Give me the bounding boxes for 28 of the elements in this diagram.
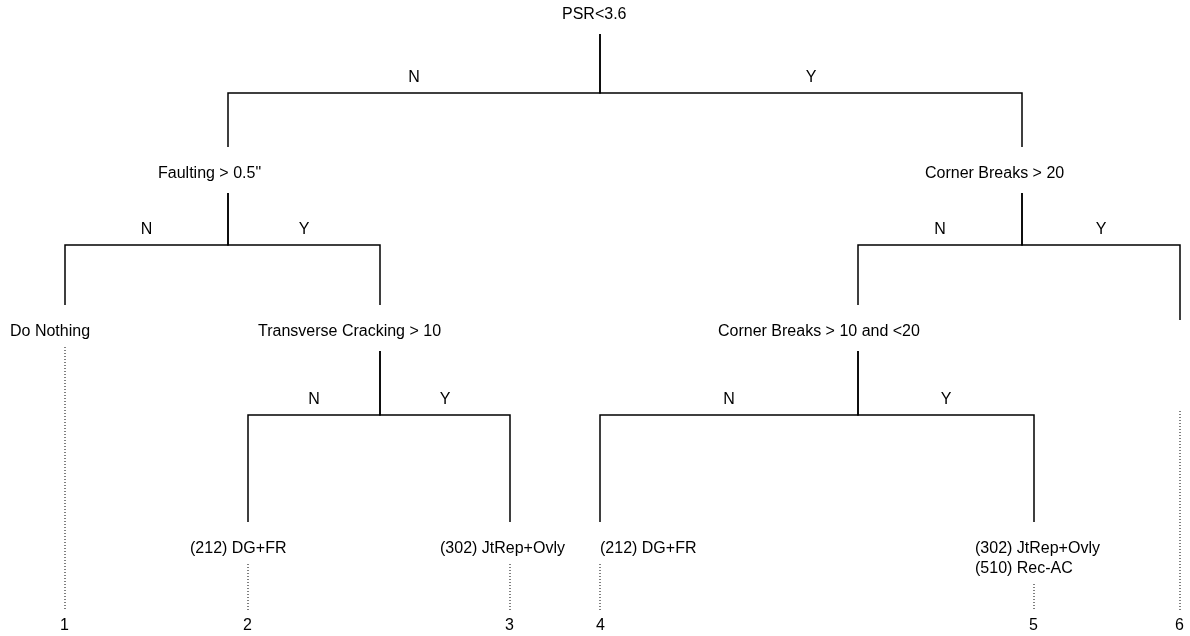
condition-label: Corner Breaks > 20	[925, 163, 1065, 183]
treatment-label: (212) DG+FR	[190, 538, 287, 558]
dotted-connector	[599, 563, 601, 612]
leaf-number: 4	[596, 615, 605, 635]
branch-line	[1021, 192, 1181, 321]
dotted-connector	[509, 563, 511, 612]
dotted-connector	[247, 563, 249, 612]
branch-line	[227, 192, 381, 306]
treatment-label: (510) Rec-AC	[975, 558, 1074, 578]
branch-line	[379, 350, 511, 523]
condition-label: Corner Breaks > 10 and <20	[718, 321, 920, 341]
treatment-label: (302) JtRep+Ovly	[440, 538, 565, 558]
dotted-connector	[1033, 583, 1035, 612]
dotted-connector	[64, 346, 66, 612]
treatment-label: (302) JtRep+Ovly	[975, 538, 1100, 558]
treatment-label: Do Nothing	[10, 321, 91, 341]
condition-label: PSR<3.6	[562, 4, 627, 24]
treatment-label: (212) DG+FR	[600, 538, 697, 558]
dotted-connector	[1179, 410, 1181, 612]
leaf-number: 2	[243, 615, 252, 635]
leaf-number: 1	[60, 615, 69, 635]
leaf-number: 6	[1175, 615, 1184, 635]
branch-line	[857, 350, 1035, 523]
branch-line	[599, 33, 1023, 148]
leaf-number: 3	[505, 615, 514, 635]
condition-label: Faulting > 0.5"	[158, 163, 262, 183]
leaf-number: 5	[1029, 615, 1038, 635]
condition-label: Transverse Cracking > 10	[258, 321, 442, 341]
